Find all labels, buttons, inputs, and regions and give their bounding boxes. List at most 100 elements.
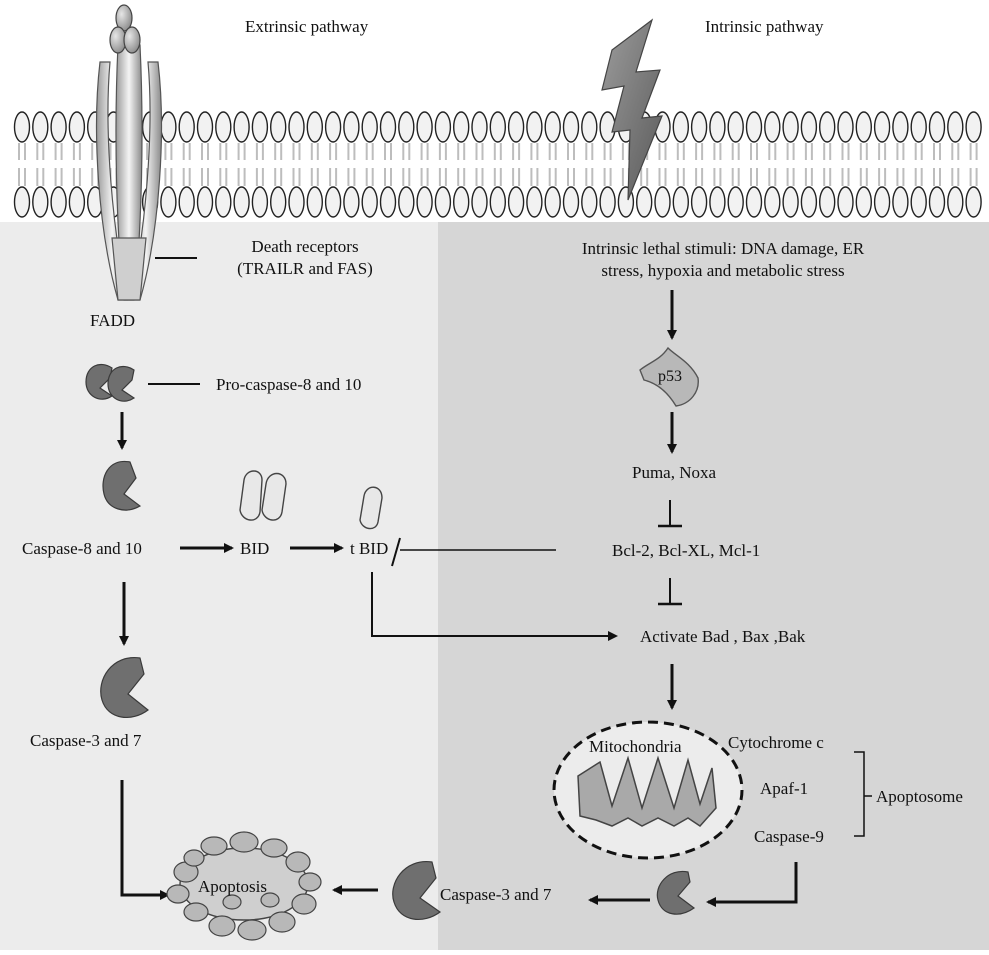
lipid-head [545,112,560,142]
lipid-head [234,187,249,217]
lipid-head [344,112,359,142]
lipid-head [472,112,487,142]
lipid-head [893,187,908,217]
lipid-head [582,187,597,217]
apoptotic-bleb [230,832,258,852]
apoptosome-label: Apoptosome [876,786,963,808]
lipid-head [417,112,432,142]
lipid-head [326,112,341,142]
lipid-head [289,112,304,142]
lipid-head [454,187,469,217]
pro-caspase-label: Pro-caspase-8 and 10 [216,374,361,396]
lipid-head [435,187,450,217]
apoptotic-bleb [184,850,204,866]
tbid-label: t BID [350,538,388,560]
lipid-head [655,187,670,217]
apoptotic-bleb [201,837,227,855]
lipid-head [930,112,945,142]
lipid-head [765,112,780,142]
lipid-head [545,187,560,217]
lipid-head [216,187,231,217]
lipid-head [875,112,890,142]
lipid-head [362,187,377,217]
lipid-head [454,112,469,142]
lipid-head [344,187,359,217]
lipid-head [15,187,30,217]
lipid-head [820,187,835,217]
puma-noxa-label: Puma, Noxa [632,462,716,484]
lipid-head [564,112,579,142]
lipid-head [637,187,652,217]
lipid-head [966,187,981,217]
fadd-label: FADD [90,310,135,332]
lipid-head [198,187,213,217]
cytochrome-c-label: Cytochrome c [728,732,824,754]
death-receptors-line2: (TRAILR and FAS) [210,258,400,280]
lipid-head [399,187,414,217]
lipid-head [747,112,762,142]
lipid-head [179,187,194,217]
lipid-head [509,187,524,217]
caspase-3-7-label-right: Caspase-3 and 7 [440,884,551,906]
intrinsic-stimuli-label: Intrinsic lethal stimuli: DNA damage, ER… [538,238,908,282]
lipid-head [692,112,707,142]
apoptotic-bleb [286,852,310,872]
lipid-head [673,112,688,142]
apoptotic-bleb [209,916,235,936]
apoptotic-bleb [184,903,208,921]
lipid-head [33,187,48,217]
lipid-head [362,112,377,142]
intrinsic-stimuli-line2: stress, hypoxia and metabolic stress [538,260,908,282]
lipid-head [966,112,981,142]
lipid-head [490,187,505,217]
lipid-head [307,112,322,142]
lipid-head [216,112,231,142]
lipid-head [838,187,853,217]
apoptotic-bleb [261,839,287,857]
apaf1-label: Apaf-1 [760,778,808,800]
lipid-head [564,187,579,217]
intrinsic-stimuli-line1: Intrinsic lethal stimuli: DNA damage, ER [538,238,908,260]
intrinsic-pathway-title: Intrinsic pathway [705,16,824,38]
apoptotic-bleb [292,894,316,914]
lipid-head [948,112,963,142]
extrinsic-pathway-title: Extrinsic pathway [245,16,368,38]
lipid-head [747,187,762,217]
lipid-head [271,187,286,217]
lipid-head [33,112,48,142]
lipid-head [381,112,396,142]
caspase9-label: Caspase-9 [754,826,824,848]
lipid-head [765,187,780,217]
lipid-head [69,187,84,217]
lipid-head [801,112,816,142]
lipid-head [198,112,213,142]
bid-label: BID [240,538,269,560]
lipid-head [417,187,432,217]
lipid-head [51,187,66,217]
caspase-3-7-label-left: Caspase-3 and 7 [30,730,141,752]
apoptosis-label: Apoptosis [198,876,267,898]
lipid-head [911,112,926,142]
apoptotic-bleb [269,912,295,932]
lipid-head [69,112,84,142]
lipid-head [710,187,725,217]
lipid-head [234,112,249,142]
lipid-head [856,187,871,217]
lipid-head [289,187,304,217]
apoptotic-bleb [299,873,321,891]
lipid-head [893,112,908,142]
death-receptors-label: Death receptors (TRAILR and FAS) [210,236,400,280]
lipid-head [930,187,945,217]
death-receptors-line1: Death receptors [210,236,400,258]
lipid-head [911,187,926,217]
lipid-head [582,112,597,142]
lipid-head [51,112,66,142]
lipid-head [600,187,615,217]
lipid-head [161,187,176,217]
lipid-head [381,187,396,217]
lipid-head [710,112,725,142]
lipid-head [820,112,835,142]
intrinsic-panel [438,222,989,950]
